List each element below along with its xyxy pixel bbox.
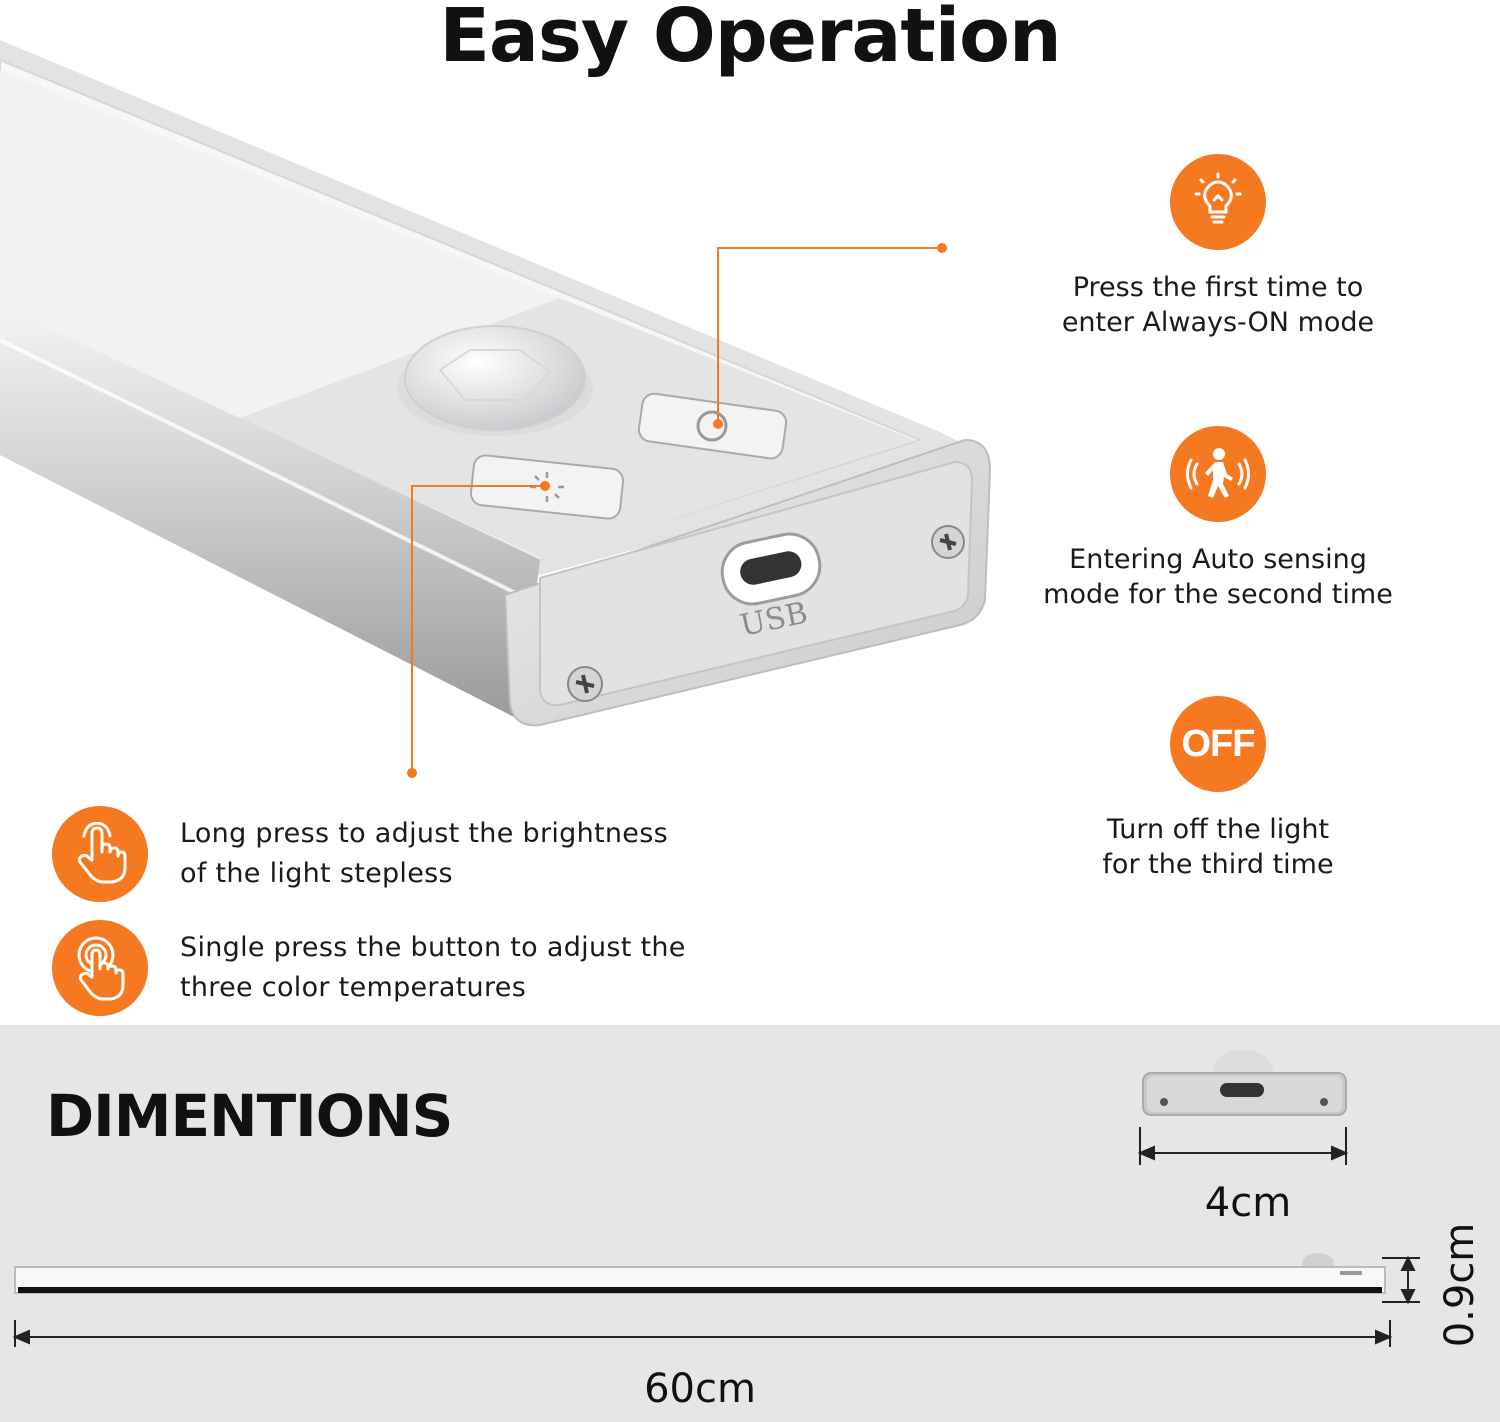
page-title: Easy Operation [439, 0, 1061, 79]
dimensions-title: DIMENTIONS [46, 1082, 453, 1150]
height-label: 0.9cm [1437, 1222, 1483, 1348]
control-text-line1: Single press the button to adjust the [180, 932, 686, 963]
long-press-hand-icon [52, 806, 148, 902]
step-text-line1: Entering Auto sensing [1069, 544, 1367, 575]
step-turn-off: OFF Turn off the light for the third tim… [958, 696, 1478, 882]
end-view-illustration [1142, 1050, 1347, 1116]
length-label: 60cm [644, 1366, 756, 1412]
screw-icon [567, 666, 603, 702]
motion-sensor-dome [404, 325, 586, 431]
power-callout-line [713, 243, 947, 429]
width-label: 4cm [1204, 1180, 1292, 1226]
step-text-line1: Turn off the light [1106, 814, 1330, 845]
off-icon-text: OFF [1181, 722, 1256, 765]
off-icon: OFF [1170, 696, 1266, 792]
side-view-illustration [14, 1253, 1386, 1294]
lightbulb-icon [1170, 154, 1266, 250]
control-single-press: Single press the button to adjust the th… [52, 920, 686, 1016]
step-text-line2: mode for the second time [1043, 579, 1393, 610]
motion-sensor-icon [1170, 426, 1266, 522]
screw-icon [931, 525, 965, 559]
product-illustration: USB [0, 40, 992, 778]
step-text-line1: Press the first time to [1072, 272, 1364, 303]
single-press-hand-icon [52, 920, 148, 1016]
step-text-line2: for the third time [1102, 849, 1334, 880]
brightness-callout-line [407, 481, 550, 778]
step-text-line2: enter Always-ON mode [1061, 307, 1375, 338]
power-button[interactable] [637, 392, 788, 460]
control-text-line2: three color temperatures [180, 972, 527, 1003]
control-text-line1: Long press to adjust the brightness [180, 818, 668, 849]
dimensions-drawing [12, 1050, 1420, 1347]
step-always-on: Press the first time to enter Always-ON … [958, 154, 1478, 340]
control-text-line2: of the light stepless [180, 858, 453, 889]
control-long-press: Long press to adjust the brightness of t… [52, 806, 668, 902]
step-auto-sensing: Entering Auto sensing mode for the secon… [958, 426, 1478, 612]
